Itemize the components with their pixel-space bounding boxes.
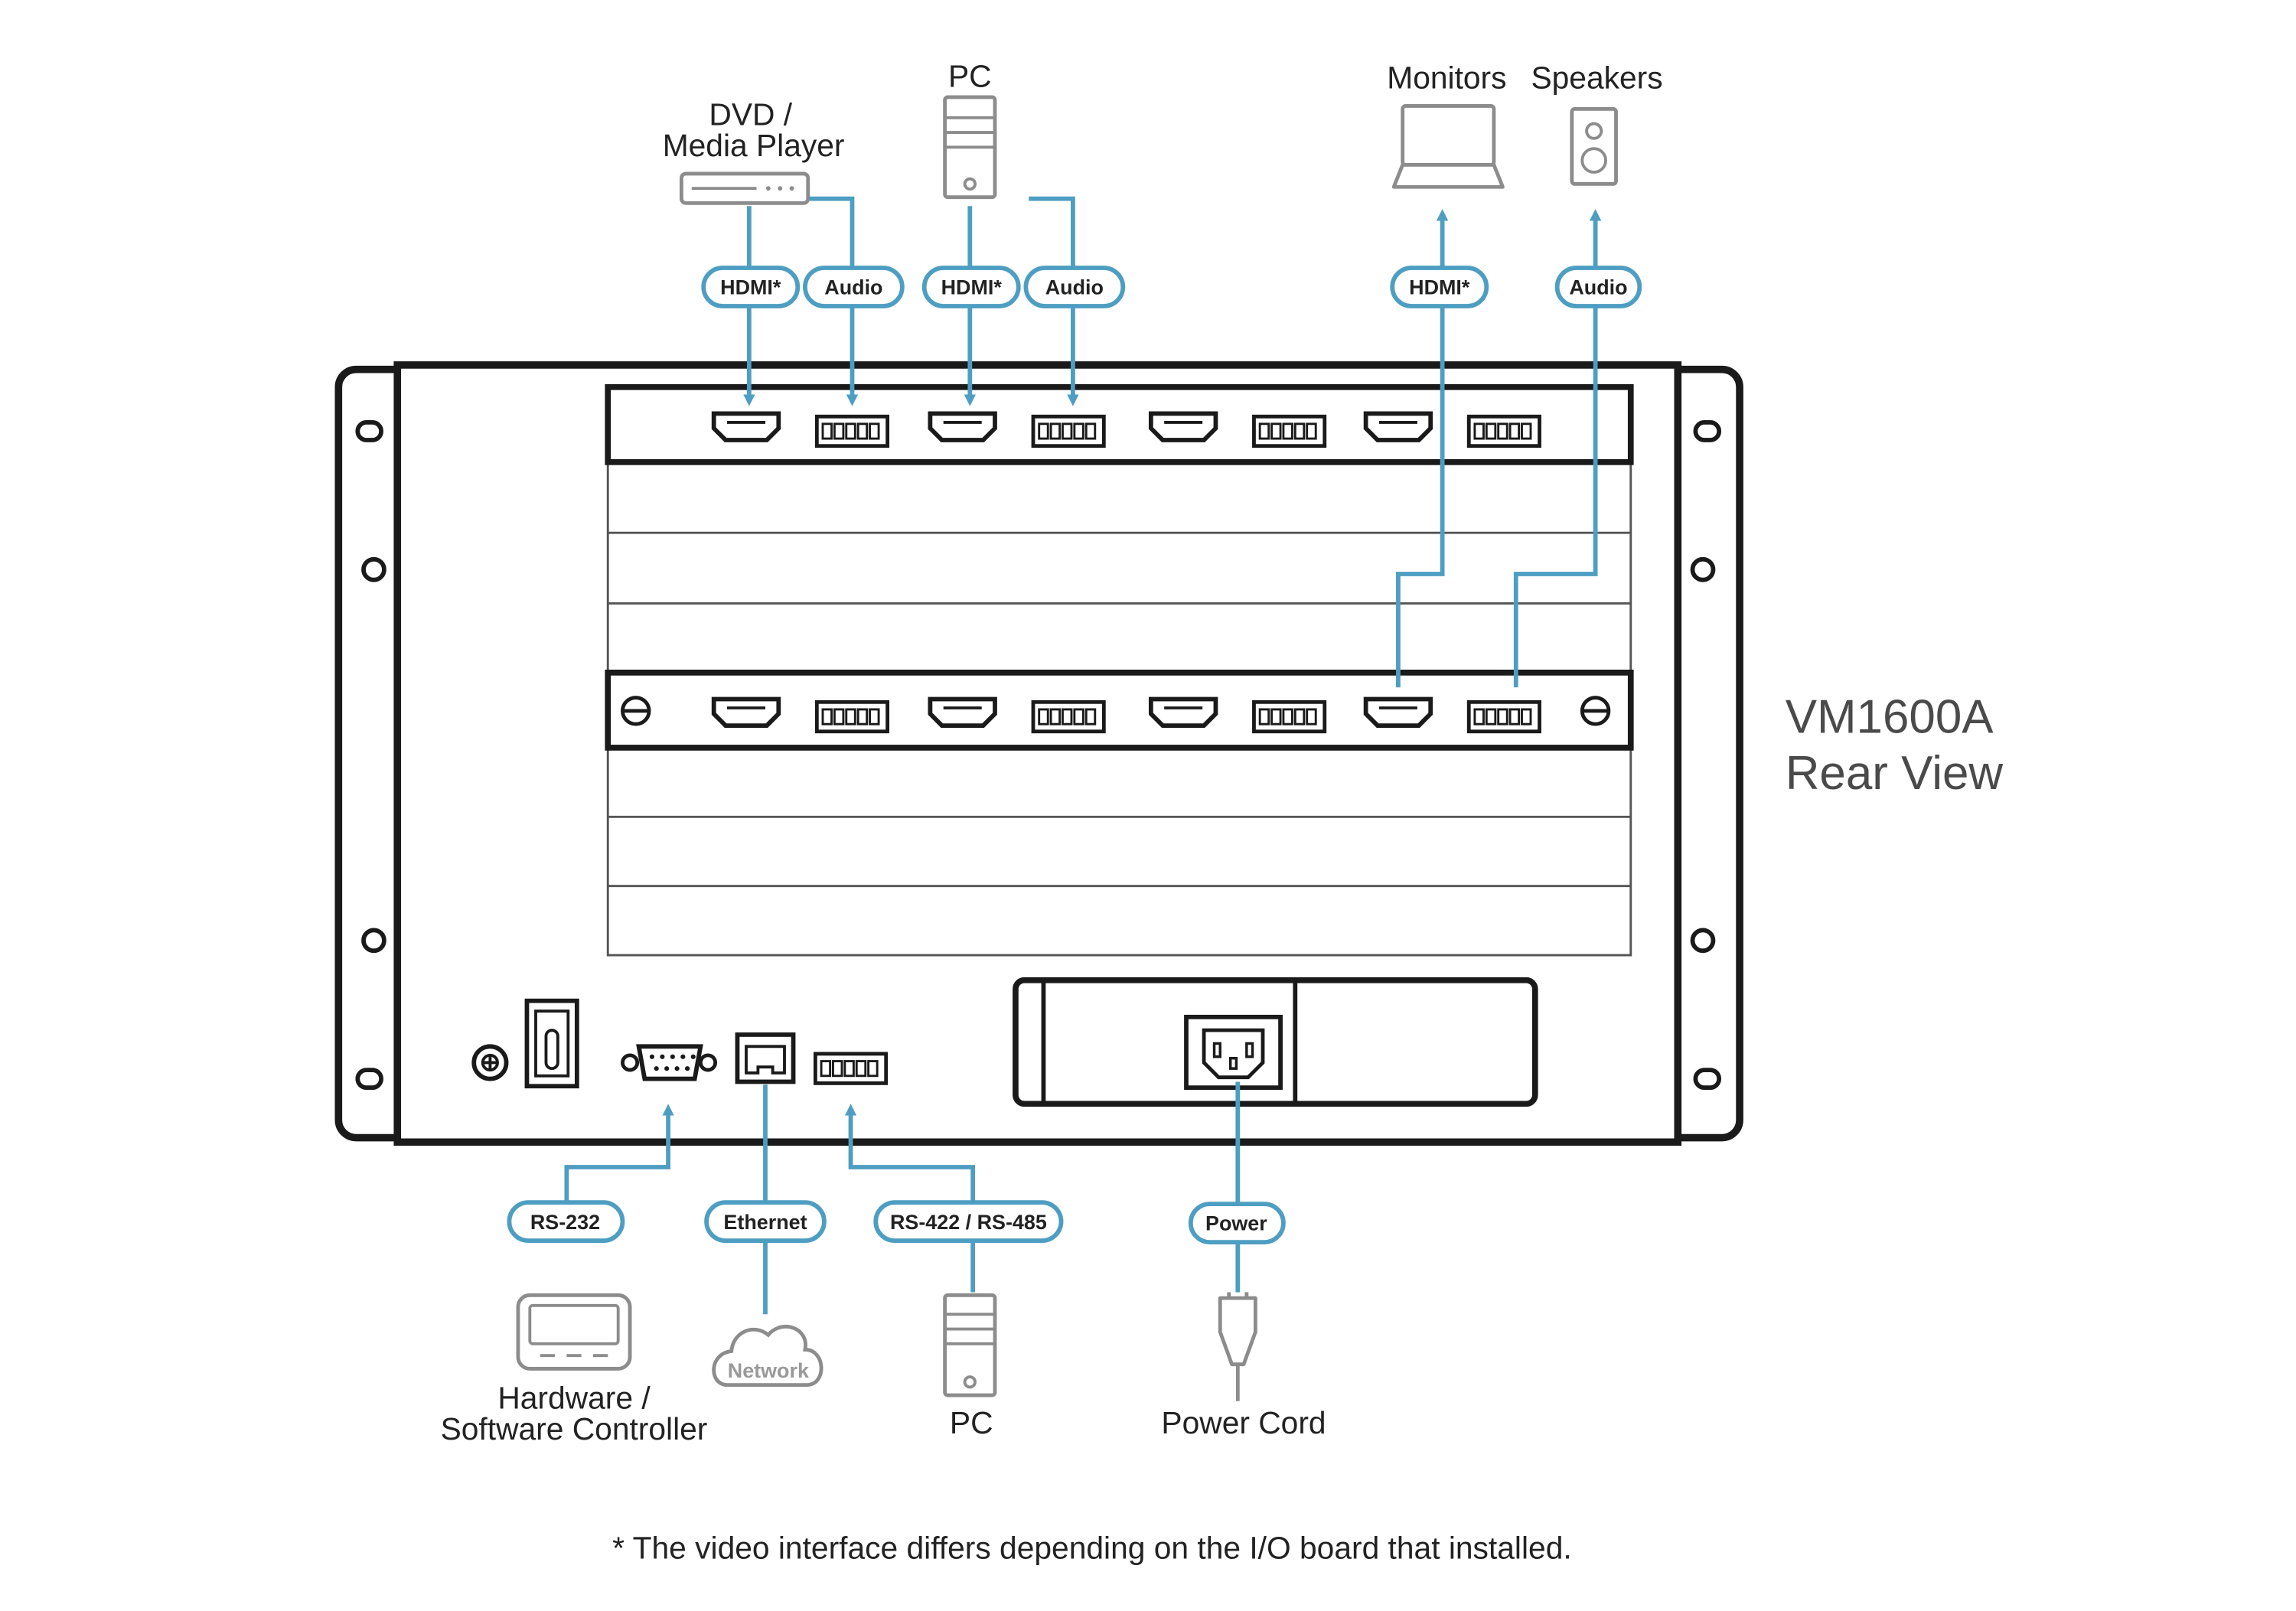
- output-audio-port-2[interactable]: [1033, 702, 1104, 731]
- svg-text:Ethernet: Ethernet: [723, 1211, 807, 1234]
- output-hdmi-port-4[interactable]: [1366, 699, 1431, 726]
- chassis: [334, 361, 1743, 1146]
- mounting-holes: [355, 420, 1722, 1091]
- pc-tower-icon-top: [943, 95, 997, 200]
- network-cloud-icon: [712, 1325, 823, 1388]
- input-hdmi-port-4[interactable]: [1366, 413, 1431, 440]
- svg-text:RS-422 / RS-485: RS-422 / RS-485: [890, 1211, 1047, 1234]
- input-hdmi-port-2[interactable]: [930, 413, 995, 440]
- input-audio-port-2[interactable]: [1033, 416, 1104, 445]
- cable-pc-audio: [1029, 196, 1079, 406]
- svg-text:Power: Power: [1205, 1212, 1267, 1235]
- cable-speakers-audio: [1513, 209, 1602, 688]
- output-hdmi-port-2[interactable]: [930, 699, 995, 726]
- dvd-label-line2: Media Player: [663, 128, 845, 163]
- title-line2: Rear View: [1786, 747, 2004, 800]
- monitor-icon: [1391, 104, 1505, 189]
- pill-power: Power: [1188, 1202, 1286, 1244]
- output-audio-port-1[interactable]: [817, 702, 887, 731]
- monitors-label: Monitors: [1387, 60, 1506, 95]
- power-cord-label: Power Cord: [1161, 1405, 1326, 1440]
- network-label: Network: [728, 1359, 809, 1382]
- pill-speakers-audio: Audio: [1554, 266, 1642, 308]
- pill-ethernet: Ethernet: [704, 1200, 827, 1244]
- dvd-player-icon: [679, 171, 810, 205]
- input-audio-port-3[interactable]: [1254, 416, 1324, 445]
- controller-icon: [516, 1293, 632, 1371]
- pill-dvd-audio: Audio: [803, 266, 905, 308]
- svg-text:RS-232: RS-232: [530, 1211, 600, 1234]
- pill-rs422: RS-422 / RS-485: [873, 1200, 1064, 1244]
- cables: [564, 196, 1602, 1315]
- power-switch[interactable]: [524, 998, 579, 1089]
- svg-text:Audio: Audio: [824, 276, 882, 299]
- pc-label-top: PC: [948, 58, 992, 93]
- controller-label-line2: Software Controller: [441, 1411, 708, 1446]
- rs232-port[interactable]: [621, 1044, 718, 1081]
- pc-label-bottom: PC: [950, 1405, 993, 1440]
- rs422-rs485-port[interactable]: [815, 1054, 885, 1083]
- output-hdmi-port-3[interactable]: [1151, 699, 1216, 726]
- output-hdmi-port-1[interactable]: [714, 699, 779, 726]
- svg-text:HDMI*: HDMI*: [1409, 276, 1470, 299]
- pill-rs232: RS-232: [507, 1200, 625, 1244]
- svg-text:HDMI*: HDMI*: [941, 276, 1003, 299]
- power-plug-icon: [1218, 1292, 1257, 1401]
- input-audio-port-1[interactable]: [817, 416, 887, 445]
- title-line1: VM1600A: [1786, 691, 1994, 744]
- pill-monitors-hdmi: HDMI*: [1390, 266, 1489, 308]
- speaker-icon: [1570, 106, 1618, 186]
- ethernet-port[interactable]: [735, 1032, 796, 1084]
- svg-text:HDMI*: HDMI*: [720, 276, 781, 299]
- output-audio-port-4[interactable]: [1469, 702, 1539, 731]
- output-audio-port-3[interactable]: [1254, 702, 1324, 731]
- right-thumbscrew-icon: [1580, 696, 1611, 726]
- output-board: [605, 670, 1634, 751]
- cable-rs232: [564, 1104, 674, 1222]
- input-hdmi-port-3[interactable]: [1151, 413, 1216, 440]
- controller-label-line1: Hardware /: [497, 1380, 651, 1415]
- speakers-label: Speakers: [1531, 60, 1662, 95]
- pill-pc-audio: Audio: [1023, 266, 1126, 308]
- cable-monitors-hdmi: [1396, 209, 1449, 688]
- svg-text:Audio: Audio: [1045, 276, 1104, 299]
- input-board: [605, 383, 1634, 465]
- grounding-screw-icon: [471, 1044, 509, 1081]
- footnote: * The video interface differs depending …: [612, 1531, 1572, 1566]
- pill-dvd-hdmi: HDMI*: [701, 266, 801, 308]
- cable-dvd-audio: [807, 196, 859, 406]
- left-thumbscrew-icon: [621, 696, 651, 726]
- dvd-label-line1: DVD /: [709, 96, 792, 132]
- pill-pc-hdmi: HDMI*: [921, 266, 1021, 308]
- input-audio-port-4[interactable]: [1469, 416, 1539, 445]
- svg-text:Audio: Audio: [1569, 276, 1627, 299]
- pc-tower-icon-bottom: [943, 1293, 997, 1397]
- input-hdmi-port-1[interactable]: [714, 413, 779, 440]
- power-inlet-port[interactable]: [1184, 1014, 1283, 1091]
